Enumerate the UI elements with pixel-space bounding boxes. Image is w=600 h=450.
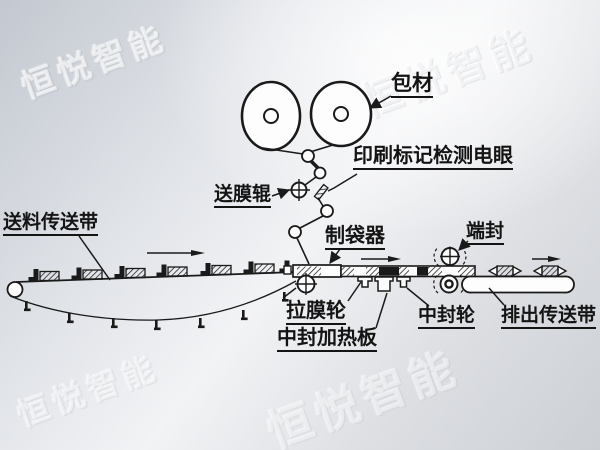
infeed-conveyor [6,260,297,331]
flow-arrow-left [147,250,205,256]
label-film-pull-wheel: 拉膜轮 [286,301,346,325]
label-center-seal-heater: 中封加热板 [277,328,377,352]
center-seal-wheel-block [396,276,411,288]
film-pull-wheel [295,273,317,295]
flow-arrow-right [532,256,561,262]
label-packaging-material: 包材 [391,72,433,99]
label-end-seal: 端封 [466,222,505,245]
flow-arrow-middle [361,256,401,262]
leader-lines [78,95,505,329]
flow-arrows [147,250,561,262]
pull-wheel-mount [357,276,373,288]
film-roll-right [309,80,373,148]
label-center-seal-wheel: 中封轮 [418,306,476,329]
film-tube [340,265,476,278]
products-on-belt [28,260,290,282]
center-seal-heater-block [374,276,394,292]
label-film-feed-roller: 送膜辊 [214,185,272,208]
outfeed-conveyor [461,275,575,294]
label-bag-former: 制袋器 [325,226,385,250]
label-print-mark-detector: 印刷标记检测电眼 [353,146,513,170]
film-roll-left [240,80,302,152]
label-infeed-conveyor: 送料传送带 [3,213,99,236]
bag-former [283,264,342,278]
film-feed-roller [288,179,310,201]
print-mark-sensor [313,183,329,201]
label-outfeed-conveyor: 排出传送带 [501,306,597,329]
pack [532,265,568,277]
film-path [262,144,334,265]
sealed-packs [487,265,568,277]
conveyor-lugs [24,292,289,331]
pack [487,265,523,277]
